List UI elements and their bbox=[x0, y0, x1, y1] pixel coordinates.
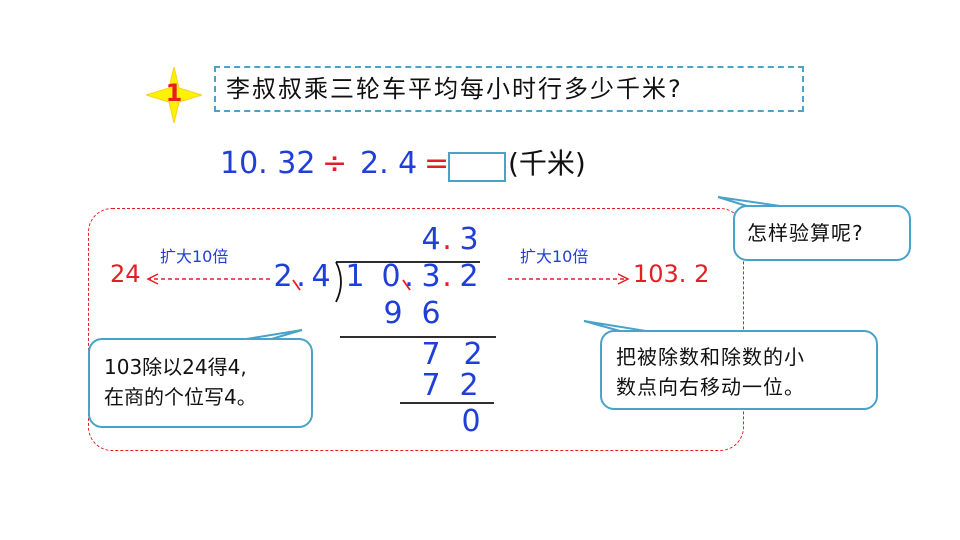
check-callout: 怎样验算呢? bbox=[733, 205, 911, 261]
scaled-dividend: 103. 2 bbox=[633, 260, 710, 288]
left-expand-label: 扩大10倍 bbox=[160, 247, 229, 266]
quotient-decimal-point: . bbox=[442, 222, 452, 257]
dividend-decimal-point: . bbox=[404, 259, 414, 294]
quotient-digit: 3 bbox=[459, 222, 479, 257]
unit-label: (千米) bbox=[508, 147, 586, 180]
step1-digit: 6 bbox=[421, 296, 441, 331]
dividend-digit: 3 bbox=[421, 259, 441, 294]
equals-sign: = bbox=[424, 146, 450, 181]
divisor-decimal-point: . bbox=[296, 259, 306, 294]
rule-callout-line: 103除以24得4, bbox=[104, 355, 247, 379]
quotient-digit: 4 bbox=[421, 222, 441, 257]
dividend-digit: 0 bbox=[381, 259, 401, 294]
move-decimal-callout: 把被除数和除数的小 数点向右移动一位。 bbox=[600, 330, 878, 410]
step1-digit: 9 bbox=[383, 296, 403, 331]
rule-callout-line: 在商的个位写4。 bbox=[104, 385, 257, 409]
divisor-digit: 4 bbox=[311, 259, 331, 294]
step3-digit: 2 bbox=[459, 368, 479, 403]
step2-digit: 7 bbox=[421, 337, 441, 372]
star-badge-icon bbox=[146, 67, 202, 123]
problem-number: 1 bbox=[165, 79, 183, 107]
move-callout-line: 把被除数和除数的小 bbox=[616, 345, 805, 369]
division-operator: ÷ bbox=[322, 146, 348, 181]
dividend-new-decimal-point: . bbox=[442, 259, 452, 294]
answer-input[interactable] bbox=[448, 152, 506, 182]
step3-digit: 7 bbox=[421, 368, 441, 403]
divisor-digit: 2 bbox=[273, 259, 293, 294]
rule-callout: 103除以24得4, 在商的个位写4。 bbox=[88, 338, 313, 428]
equation-divisor: 2. 4 bbox=[360, 146, 418, 181]
dividend-digit: 1 bbox=[345, 259, 365, 294]
question-box bbox=[214, 66, 804, 112]
step2-digit: 2 bbox=[463, 337, 483, 372]
dividend-digit: 2 bbox=[459, 259, 479, 294]
work-area bbox=[88, 208, 744, 451]
equation-dividend: 10. 32 bbox=[220, 146, 316, 181]
move-callout-line: 数点向右移动一位。 bbox=[616, 375, 805, 399]
remainder-digit: 0 bbox=[461, 404, 481, 439]
check-callout-text: 怎样验算呢? bbox=[747, 221, 864, 245]
question-text: 李叔叔乘三轮车平均每小时行多少千米? bbox=[226, 75, 683, 103]
right-expand-label: 扩大10倍 bbox=[520, 247, 589, 266]
scaled-divisor: 24 bbox=[110, 260, 141, 288]
